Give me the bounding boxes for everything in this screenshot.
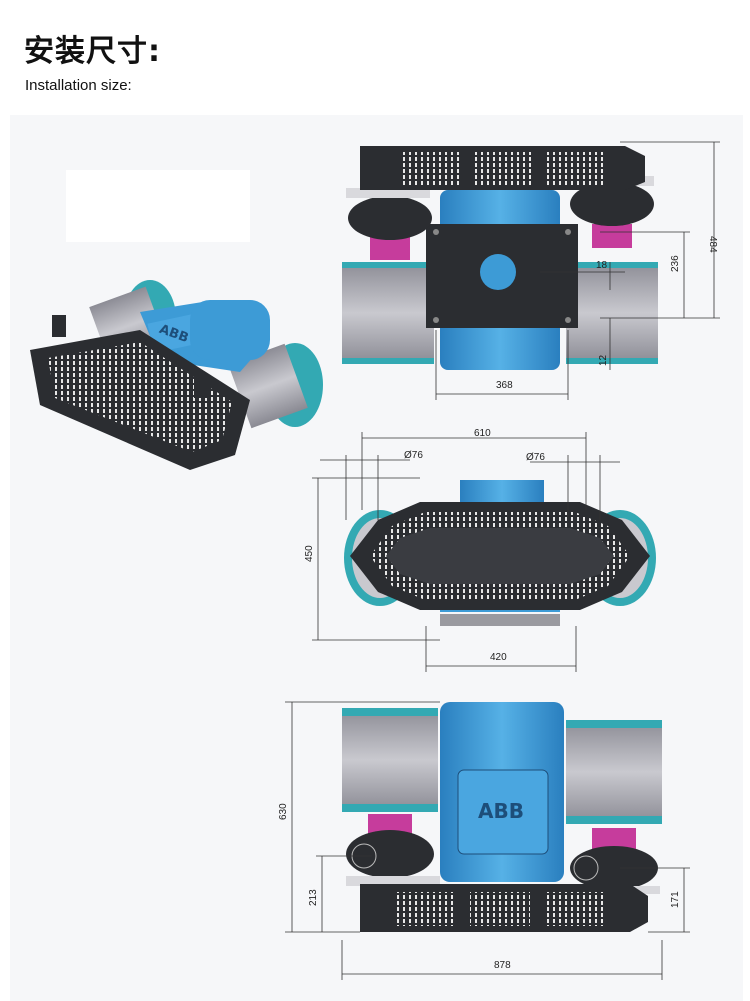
dim-420: 420 (490, 652, 507, 663)
page-title: 安装尺寸: (24, 34, 161, 69)
dim-pulley-right: Ø76 (526, 452, 545, 463)
dim-171: 171 (670, 891, 681, 908)
side-view: ABB 630 213 171 878 (278, 701, 690, 980)
dim-878: 878 (494, 960, 511, 971)
dim-484: 484 (707, 236, 718, 253)
dim-450: 450 (304, 545, 315, 562)
dim-18: 18 (596, 260, 608, 271)
dim-630: 630 (278, 803, 289, 820)
dim-pulley-left: Ø76 (404, 450, 423, 461)
isometric-view: ABB (30, 170, 323, 470)
page-subtitle: Installation size: (25, 77, 132, 94)
brand-logo-side: ABB (478, 799, 524, 823)
dim-236: 236 (670, 255, 681, 272)
dim-368: 368 (496, 380, 513, 391)
dim-610: 610 (474, 428, 491, 439)
dim-12: 12 (598, 354, 609, 366)
top-view: 484 236 18 12 368 (342, 141, 720, 400)
dim-213: 213 (308, 889, 319, 906)
front-view: 610 Ø76 Ø76 450 420 (304, 428, 656, 672)
